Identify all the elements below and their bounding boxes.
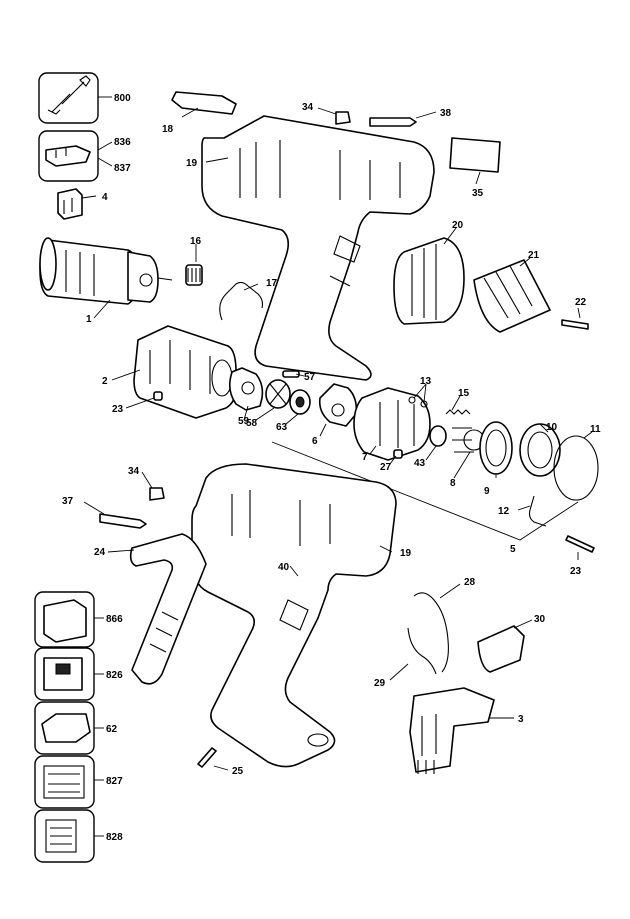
label-58: 58 (246, 418, 258, 429)
accessory-box-827 (34, 755, 95, 809)
label-27: 27 (380, 462, 392, 473)
part-23-screw (153, 391, 163, 401)
label-28: 28 (464, 577, 476, 588)
label-7: 7 (362, 452, 368, 463)
label-836: 836 (114, 137, 131, 148)
label-800: 800 (114, 93, 131, 104)
part-37-bit (99, 513, 147, 529)
part-8-pin-plate (452, 427, 485, 453)
label-10: 10 (546, 422, 558, 433)
label-15: 15 (458, 388, 470, 399)
label-25: 25 (232, 766, 244, 777)
part-38-bit (369, 117, 417, 127)
label-59: 59 (238, 416, 250, 427)
label-9: 9 (484, 486, 490, 497)
label-6: 6 (312, 436, 318, 447)
label-43: 43 (414, 458, 426, 469)
part-24-belt-clip (129, 533, 207, 685)
part-6-carrier (318, 383, 358, 427)
label-3: 3 (518, 714, 524, 725)
accessory-box-828 (34, 809, 95, 863)
label-29: 29 (374, 678, 386, 689)
accessory-box-836-837 (38, 130, 99, 182)
label-19-mid: 19 (400, 548, 412, 559)
part-18-button-cover (171, 91, 237, 115)
part-21-chuck (473, 259, 551, 333)
label-13: 13 (420, 376, 432, 387)
part-20-rear-sleeve (393, 237, 465, 325)
label-18: 18 (162, 124, 174, 135)
part-58-planet-gear (265, 379, 291, 409)
part-9-clutch-ring (479, 421, 513, 475)
part-16-pinion-gear (185, 264, 203, 286)
part-7-clutch-housing (353, 387, 447, 461)
label-11: 11 (590, 424, 601, 435)
accessory-box-800 (38, 72, 99, 124)
part-23-screw-right (565, 535, 595, 553)
label-837: 837 (114, 163, 131, 174)
label-40: 40 (278, 562, 290, 573)
accessory-box-866 (34, 591, 95, 648)
label-62: 62 (106, 724, 118, 735)
part-22-screw (561, 319, 589, 330)
label-57: 57 (304, 372, 316, 383)
part-15-spring (445, 409, 471, 415)
label-63: 63 (276, 422, 288, 433)
part-17-spring-clip (219, 281, 264, 321)
label-35: 35 (472, 188, 484, 199)
label-5: 5 (510, 544, 516, 555)
label-828: 828 (106, 832, 123, 843)
label-827: 827 (106, 776, 123, 787)
part-57-pin (282, 370, 300, 378)
part-59-ring-plate (228, 367, 264, 411)
label-826: 826 (106, 670, 123, 681)
part-63-clutch-gear (289, 389, 311, 415)
label-19-top: 19 (186, 158, 198, 169)
part-29-wire (407, 627, 437, 675)
label-34-top: 34 (302, 102, 314, 113)
label-2: 2 (102, 376, 108, 387)
label-21: 21 (528, 250, 540, 261)
label-37: 37 (62, 496, 74, 507)
part-34-clip-top (335, 111, 351, 125)
label-17: 17 (266, 278, 278, 289)
label-24: 24 (94, 547, 106, 558)
part-19-housing-lower (191, 463, 397, 768)
part-1-motor (39, 237, 173, 305)
part-5-bracket-line (271, 441, 579, 541)
label-30: 30 (534, 614, 546, 625)
label-38: 38 (440, 108, 452, 119)
label-4: 4 (102, 192, 108, 203)
accessory-box-826 (34, 647, 95, 701)
part-11-collar (553, 435, 599, 501)
part-34-clip-mid (149, 487, 165, 501)
part-25-screw (197, 747, 217, 768)
label-20: 20 (452, 220, 464, 231)
label-866: 866 (106, 614, 123, 625)
label-23-left: 23 (112, 404, 124, 415)
part-12-spring-wire (528, 495, 547, 527)
accessory-box-62 (34, 701, 95, 755)
label-34-mid: 34 (128, 466, 140, 477)
label-22: 22 (575, 297, 587, 308)
part-2-gearbox-housing (133, 325, 237, 419)
part-19-housing-upper (201, 115, 435, 381)
label-1: 1 (86, 314, 92, 325)
label-23-right: 23 (570, 566, 582, 577)
part-28-wire (413, 592, 449, 673)
label-16: 16 (190, 236, 202, 247)
part-3-switch (409, 687, 495, 774)
part-4-switch-block (57, 188, 83, 220)
part-35-label (449, 137, 501, 173)
part-30-connector (477, 625, 525, 673)
label-8: 8 (450, 478, 456, 489)
leader-lines (81, 96, 593, 837)
label-12: 12 (498, 506, 510, 517)
